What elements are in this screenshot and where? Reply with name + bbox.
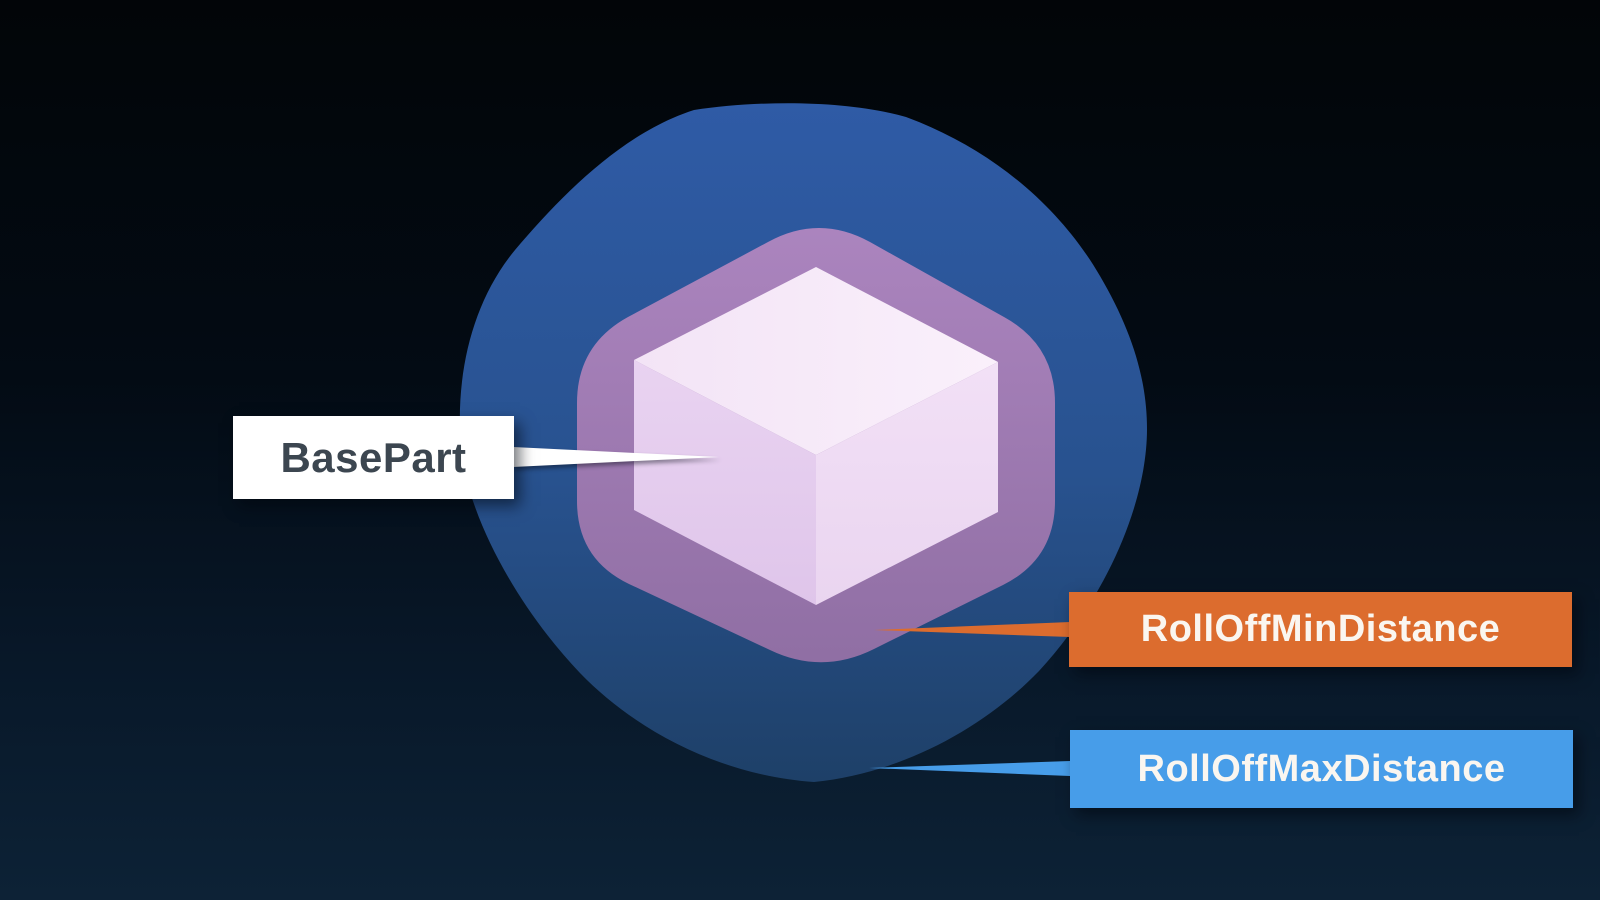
cube-left-face — [634, 360, 816, 605]
max-distance-pointer-line — [869, 761, 1070, 776]
rolloff-max-distance-label-text: RollOffMaxDistance — [1137, 747, 1506, 790]
min-distance-pointer-line — [874, 622, 1070, 637]
basepart-cube — [634, 267, 998, 605]
rolloff-max-distance-label: RollOffMaxDistance — [1070, 730, 1573, 808]
cube-top-face — [634, 267, 998, 455]
cube-right-face — [816, 362, 998, 605]
rolloff-min-distance-label: RollOffMinDistance — [1069, 592, 1572, 667]
basepart-label-text: BasePart — [280, 433, 467, 481]
rolloff-min-distance-label-text: RollOffMinDistance — [1140, 608, 1501, 650]
basepart-label: BasePart — [233, 416, 514, 499]
basepart-pointer-line — [513, 447, 719, 467]
